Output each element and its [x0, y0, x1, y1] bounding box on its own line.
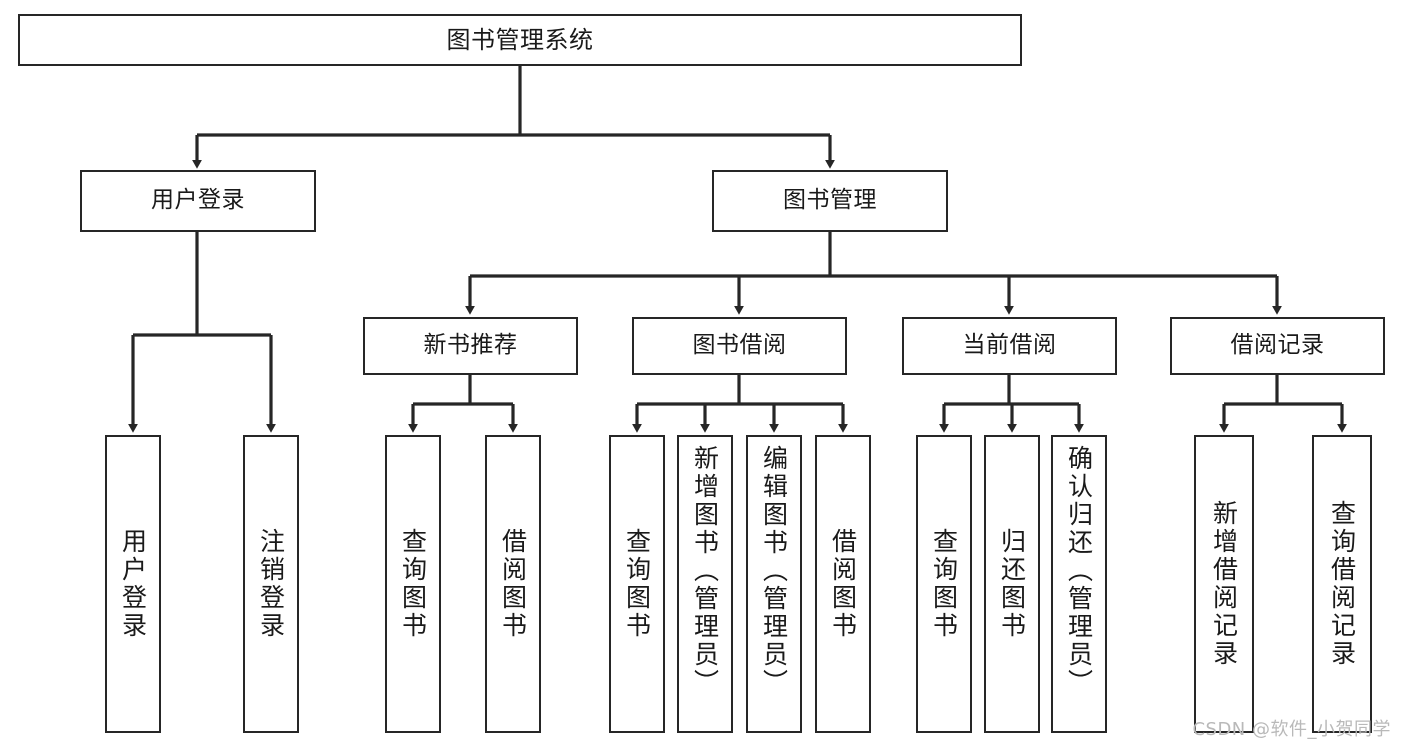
node-label: 图书借阅	[692, 332, 787, 359]
node-borrow-record[interactable]: 借阅记录	[1170, 317, 1385, 375]
leaf-user-login-logout[interactable]: 注销登录	[243, 435, 299, 733]
leaf-borrow-edit-book-admin[interactable]: 编辑图书（管理员）	[746, 435, 802, 733]
node-label: 注销登录	[256, 528, 286, 640]
node-label: 确认归还（管理员）	[1064, 445, 1094, 697]
node-new-book-recommend[interactable]: 新书推荐	[363, 317, 578, 375]
node-label: 借阅图书	[828, 528, 858, 640]
leaf-user-login-login[interactable]: 用户登录	[105, 435, 161, 733]
node-book-borrow[interactable]: 图书借阅	[632, 317, 847, 375]
node-label: 查询借阅记录	[1327, 500, 1357, 668]
node-label: 新书推荐	[423, 332, 518, 359]
leaf-new-book-query[interactable]: 查询图书	[385, 435, 441, 733]
node-current-borrow[interactable]: 当前借阅	[902, 317, 1117, 375]
node-label: 图书管理	[783, 187, 877, 214]
leaf-new-book-borrow[interactable]: 借阅图书	[485, 435, 541, 733]
node-label: 查询图书	[398, 528, 428, 640]
node-label: 查询图书	[622, 528, 652, 640]
leaf-borrow-query-book[interactable]: 查询图书	[609, 435, 665, 733]
node-label: 新增图书（管理员）	[690, 445, 720, 697]
leaf-record-add-record[interactable]: 新增借阅记录	[1194, 435, 1254, 733]
node-label: 编辑图书（管理员）	[759, 445, 789, 697]
leaf-current-return-book[interactable]: 归还图书	[984, 435, 1040, 733]
leaf-current-confirm-return-admin[interactable]: 确认归还（管理员）	[1051, 435, 1107, 733]
leaf-record-query-record[interactable]: 查询借阅记录	[1312, 435, 1372, 733]
node-root-system[interactable]: 图书管理系统	[18, 14, 1022, 66]
node-label: 归还图书	[997, 528, 1027, 640]
node-label: 查询图书	[929, 528, 959, 640]
node-label: 图书管理系统	[446, 25, 594, 54]
leaf-borrow-borrow-book[interactable]: 借阅图书	[815, 435, 871, 733]
node-label: 新增借阅记录	[1209, 500, 1239, 668]
node-label: 用户登录	[118, 528, 148, 640]
node-label: 当前借阅	[962, 332, 1057, 359]
leaf-current-query-book[interactable]: 查询图书	[916, 435, 972, 733]
leaf-borrow-add-book-admin[interactable]: 新增图书（管理员）	[677, 435, 733, 733]
node-label: 用户登录	[151, 187, 245, 214]
node-label: 借阅记录	[1230, 332, 1325, 359]
node-user-login[interactable]: 用户登录	[80, 170, 316, 232]
node-book-management[interactable]: 图书管理	[712, 170, 948, 232]
csdn-watermark: CSDN @软件_小贺同学	[1192, 719, 1391, 740]
node-label: 借阅图书	[498, 528, 528, 640]
